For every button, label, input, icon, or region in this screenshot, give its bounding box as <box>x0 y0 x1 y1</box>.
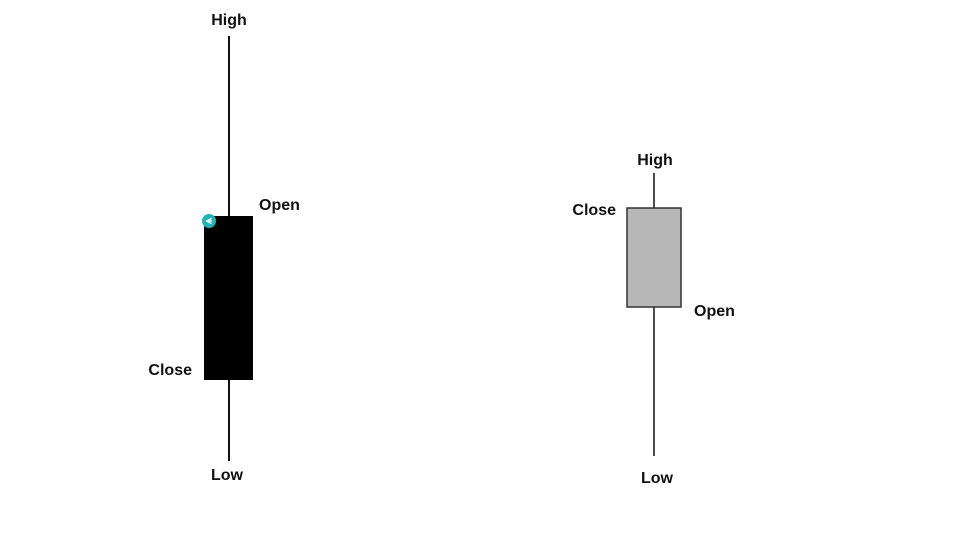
bullish-high-label: High <box>637 152 673 169</box>
bullish-low-label: Low <box>641 470 674 487</box>
bearish-body <box>204 216 253 380</box>
bearish-close-label: Close <box>148 362 192 379</box>
bullish-candlestick: High Close Open Low <box>572 152 734 487</box>
bearish-high-label: High <box>211 12 247 29</box>
bearish-open-label: Open <box>259 197 300 214</box>
cursor-marker-icon <box>202 214 216 228</box>
bullish-close-label: Close <box>572 202 616 219</box>
bullish-body <box>626 207 682 308</box>
bearish-candlestick: High Open Close Low <box>148 12 299 484</box>
bullish-open-label: Open <box>694 303 735 320</box>
bearish-low-label: Low <box>211 467 244 484</box>
